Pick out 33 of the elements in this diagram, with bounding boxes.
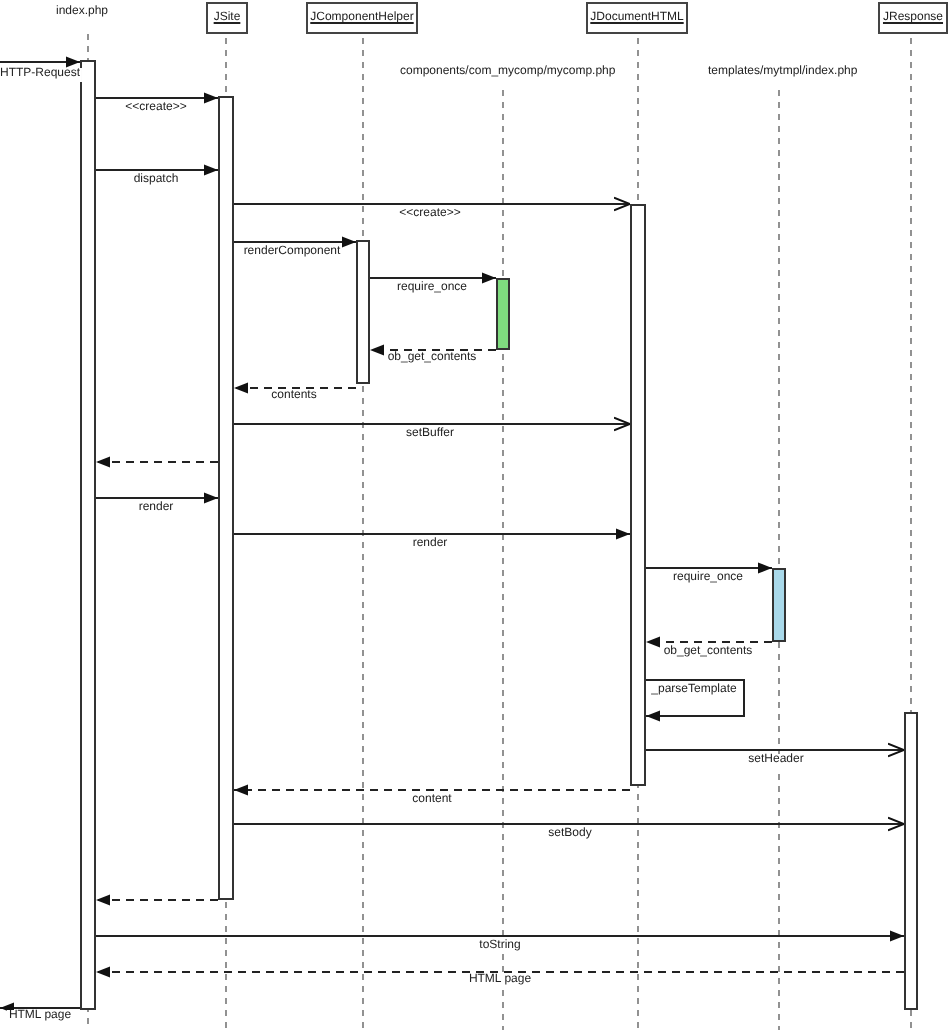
- activation-bar: [218, 96, 234, 900]
- message-arrow: [645, 679, 745, 722]
- lifeline-header: [206, 2, 248, 34]
- lifeline-header: [878, 2, 948, 34]
- return-arrow: [95, 894, 219, 906]
- activation-bar: [904, 712, 918, 1010]
- message-arrow: [645, 562, 773, 574]
- lifeline-header: [586, 2, 688, 34]
- message-arrow: [95, 930, 905, 942]
- activation-bar: [772, 568, 786, 642]
- return-arrow: [95, 456, 219, 468]
- activation-bar: [80, 60, 96, 1010]
- message-arrow: [95, 492, 219, 504]
- activation-bar: [630, 204, 646, 786]
- return-arrow: [233, 382, 357, 394]
- message-arrow: [369, 272, 497, 284]
- message-arrow: [95, 164, 219, 176]
- message-arrow: [0, 1002, 81, 1014]
- activation-bar: [356, 240, 370, 384]
- message-arrow: [645, 742, 905, 758]
- return-arrow: [645, 636, 773, 648]
- message-arrow: [233, 816, 905, 832]
- message-arrow: [233, 416, 631, 432]
- message-arrow: [233, 236, 357, 248]
- message-arrow: [233, 196, 631, 212]
- return-arrow: [369, 344, 497, 356]
- lifeline-header: [306, 2, 418, 34]
- activation-bar: [496, 278, 510, 350]
- message-arrow: [95, 92, 219, 104]
- message-arrow: [0, 56, 81, 68]
- return-arrow: [233, 784, 631, 796]
- message-arrow: [233, 528, 631, 540]
- return-arrow: [95, 966, 905, 978]
